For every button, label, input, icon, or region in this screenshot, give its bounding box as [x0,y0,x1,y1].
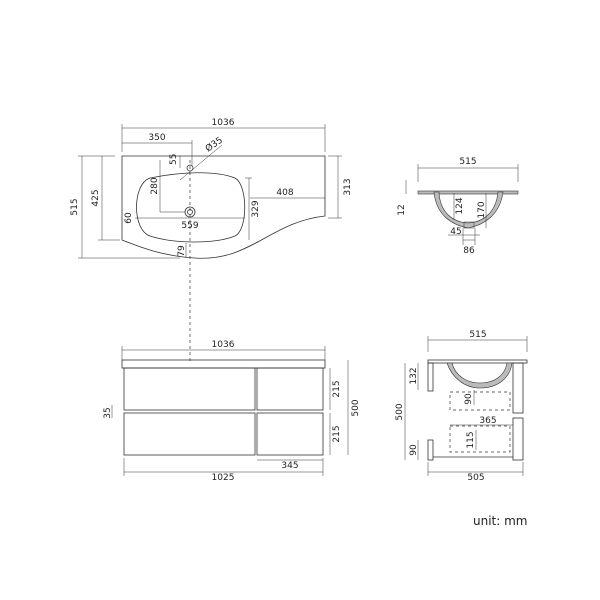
drain-section [463,221,475,229]
dim-top-panel: 132 [409,367,419,384]
dim-drain-offset: 280 [150,177,160,194]
dim-gap: 35 [103,407,113,418]
section-view: 515 12 124 170 45 86 [397,157,519,256]
side-basin [446,362,513,389]
dim-basin-width: 559 [181,221,198,231]
dim-section-width: 515 [459,157,476,167]
dim-drawer-width: 345 [281,461,298,471]
basin-section [433,191,504,229]
dim-basin-depth: 329 [251,200,261,217]
side-view: 515 132 500 90 365 115 90 505 [395,330,528,483]
dim-tap-depth: 55 [169,154,179,165]
dim-front-width-bottom: 1025 [212,473,235,483]
dim-width-total: 1036 [212,118,235,128]
top-view: 1036 350 Ø35 55 515 425 313 280 559 329 … [70,118,353,362]
side-back-lower [512,417,524,461]
dim-right-ledge: 408 [276,188,293,198]
drawer-upper-outline [449,391,511,411]
dim-drawer-bottom: 215 [332,425,342,442]
drawer-bottom-left [123,412,256,456]
dim-drawer-top-offset: 90 [464,393,474,405]
dim-foot-height: 90 [409,444,419,456]
drawer-top-right [256,367,324,411]
dim-bottom-clearance: 79 [177,245,187,257]
dim-drawer-inner-height: 115 [466,431,476,448]
dim-front-width-top: 1036 [212,340,235,350]
drawer-top-left [123,367,256,411]
basin-outline [136,172,246,243]
dim-slab-thickness: 12 [397,204,407,215]
tap-hole-icon [186,164,194,172]
side-slab [427,359,528,364]
dim-depth-right: 313 [343,178,353,195]
front-view: 1036 215 215 500 35 345 1025 [103,340,361,483]
dim-depth-left: 425 [91,189,101,206]
countertop-outline [121,155,326,259]
dim-front-height: 500 [351,399,361,416]
dim-hole-offset: 350 [148,133,165,143]
side-back-upper [512,362,524,414]
dim-drain-outer: 86 [463,246,475,256]
dim-side-width-top: 515 [469,330,486,340]
dim-left-margin: 60 [124,212,134,224]
dim-side-height: 500 [395,403,405,420]
side-panel-top [427,362,434,392]
countertop [121,359,326,369]
dim-side-width-bottom: 505 [467,473,484,483]
slab [417,190,519,195]
dim-side-drawer-width: 365 [479,416,496,426]
drawer-bottom-right [256,412,324,456]
dim-depth-total: 515 [70,198,80,215]
dim-drain-depth: 124 [455,197,465,214]
dim-drawer-top: 215 [332,380,342,397]
drawer-lower-outline [449,425,511,453]
dim-basin-depth-section: 170 [477,201,487,218]
unit-label: unit: mm [473,514,528,528]
dim-drain-inner: 45 [450,227,461,237]
side-panel-bottom [427,439,434,461]
